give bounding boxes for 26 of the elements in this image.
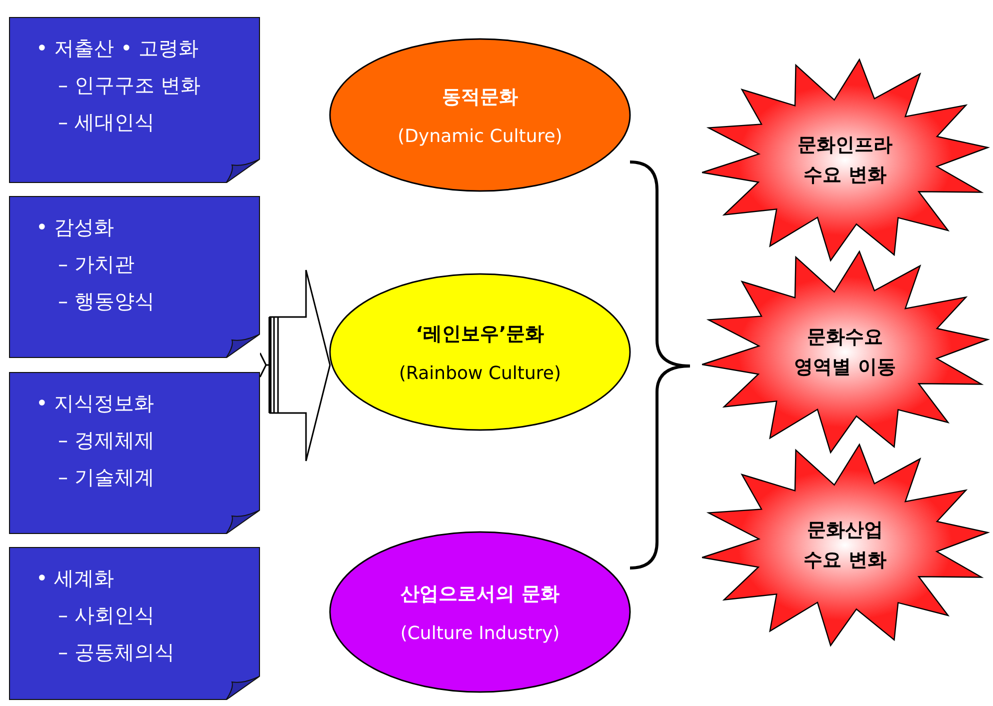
demand-label: 문화수요 영역별 이동 <box>793 325 897 380</box>
topic-item: – 행동양식 <box>57 289 156 313</box>
topic-item: – 공동체의식 <box>57 640 176 664</box>
note-card <box>9 547 260 700</box>
culture-subtitle: (Rainbow Culture) <box>399 362 561 384</box>
topic-heading: • 저출산 • 고령화 <box>36 36 200 60</box>
note-card <box>9 196 260 358</box>
demand-label: 문화산업 수요 변화 <box>802 518 888 573</box>
note-card <box>9 17 260 183</box>
culture-title: ‘레인보우’문화 <box>416 322 544 346</box>
topic-heading: • 감성화 <box>36 215 116 239</box>
culture-subtitle: (Dynamic Culture) <box>398 126 562 146</box>
block-arrow <box>259 268 332 462</box>
topic-heading: • 세계화 <box>36 566 116 590</box>
topic-item: – 인구구조 변화 <box>57 73 202 97</box>
topic-item: – 가치관 <box>57 252 136 276</box>
topic-item: – 세대인식 <box>57 110 156 134</box>
culture-title: 산업으로서의 문화 <box>400 582 560 606</box>
note-card <box>9 372 260 534</box>
topic-item: – 기술체계 <box>57 465 156 489</box>
culture-subtitle: (Culture Industry) <box>400 622 560 644</box>
topic-item: – 경제체제 <box>57 428 156 452</box>
demand-label: 문화인프라 수요 변화 <box>796 133 894 188</box>
topic-item: – 사회인식 <box>57 603 156 627</box>
topic-heading: • 지식정보화 <box>36 391 156 415</box>
culture-title: 동적문화 <box>442 84 518 110</box>
